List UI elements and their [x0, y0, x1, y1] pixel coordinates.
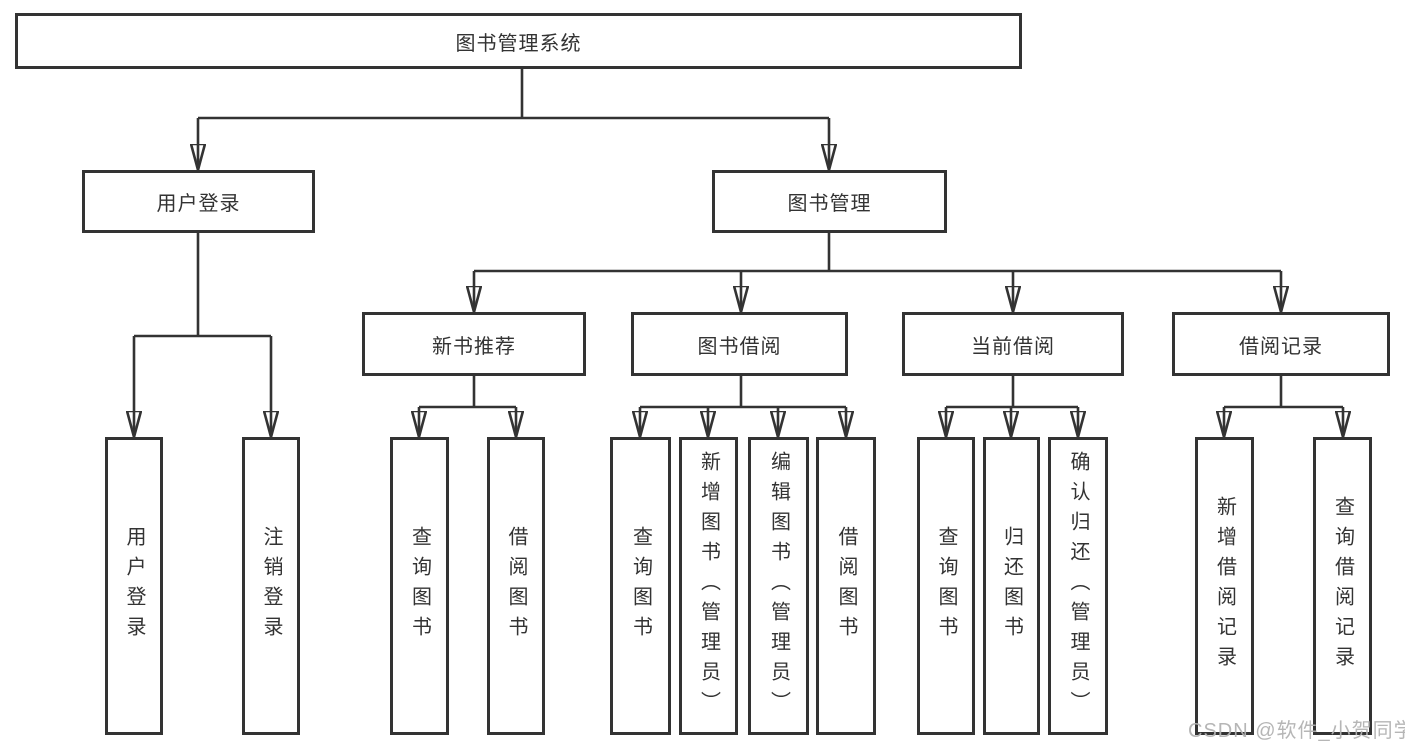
leaf-return-books: 归还图书: [983, 437, 1040, 735]
leaf-return-books-label: 归还图书: [1000, 526, 1023, 646]
node-new-book-recommend: 新书推荐: [362, 312, 586, 376]
leaf-user-login-label: 用户登录: [123, 526, 145, 646]
leaf-query-books-1-label: 查询图书: [408, 526, 431, 646]
leaf-edit-books-admin: 编辑图书（管理员）: [748, 437, 809, 735]
node-new-book-recommend-label: 新书推荐: [432, 335, 516, 358]
node-borrowing-records: 借阅记录: [1172, 312, 1390, 376]
leaf-add-books-admin-label: 新增图书（管理员）: [697, 451, 720, 721]
leaf-borrow-books-1: 借阅图书: [487, 437, 545, 735]
leaf-query-books-1: 查询图书: [390, 437, 449, 735]
leaf-logout: 注销登录: [242, 437, 300, 735]
node-root-label: 图书管理系统: [455, 32, 582, 55]
leaf-add-borrow-record: 新增借阅记录: [1195, 437, 1254, 735]
leaf-borrow-books-2-label: 借阅图书: [835, 526, 857, 646]
leaf-query-books-3: 查询图书: [917, 437, 975, 735]
node-book-borrowing-label: 图书借阅: [697, 335, 782, 358]
leaf-query-books-2: 查询图书: [610, 437, 671, 735]
leaf-borrow-books-2: 借阅图书: [816, 437, 876, 735]
leaf-query-borrow-record: 查询借阅记录: [1313, 437, 1372, 735]
leaf-edit-books-admin-label: 编辑图书（管理员）: [767, 451, 790, 721]
node-book-borrowing: 图书借阅: [631, 312, 848, 376]
leaf-query-books-3-label: 查询图书: [935, 526, 957, 646]
node-borrowing-records-label: 借阅记录: [1239, 335, 1323, 358]
node-user-login: 用户登录: [82, 170, 315, 233]
leaf-logout-label: 注销登录: [260, 526, 282, 646]
leaf-borrow-books-1-label: 借阅图书: [505, 526, 527, 646]
watermark: CSDN @软件_小贺同学: [1188, 720, 1405, 742]
leaf-query-books-2-label: 查询图书: [629, 526, 652, 646]
node-user-login-label: 用户登录: [156, 193, 241, 215]
leaf-add-borrow-record-label: 新增借阅记录: [1213, 496, 1236, 676]
leaf-add-books-admin: 新增图书（管理员）: [679, 437, 738, 735]
leaf-query-borrow-record-label: 查询借阅记录: [1331, 496, 1354, 676]
leaf-confirm-return-admin: 确认归还（管理员）: [1048, 437, 1108, 735]
leaf-confirm-return-admin-label: 确认归还（管理员）: [1067, 451, 1089, 721]
leaf-user-login: 用户登录: [105, 437, 163, 735]
node-book-management: 图书管理: [712, 170, 947, 233]
node-current-borrowing: 当前借阅: [902, 312, 1124, 376]
node-current-borrowing-label: 当前借阅: [971, 335, 1055, 358]
node-book-management-label: 图书管理: [787, 193, 872, 215]
node-root: 图书管理系统: [15, 13, 1022, 69]
